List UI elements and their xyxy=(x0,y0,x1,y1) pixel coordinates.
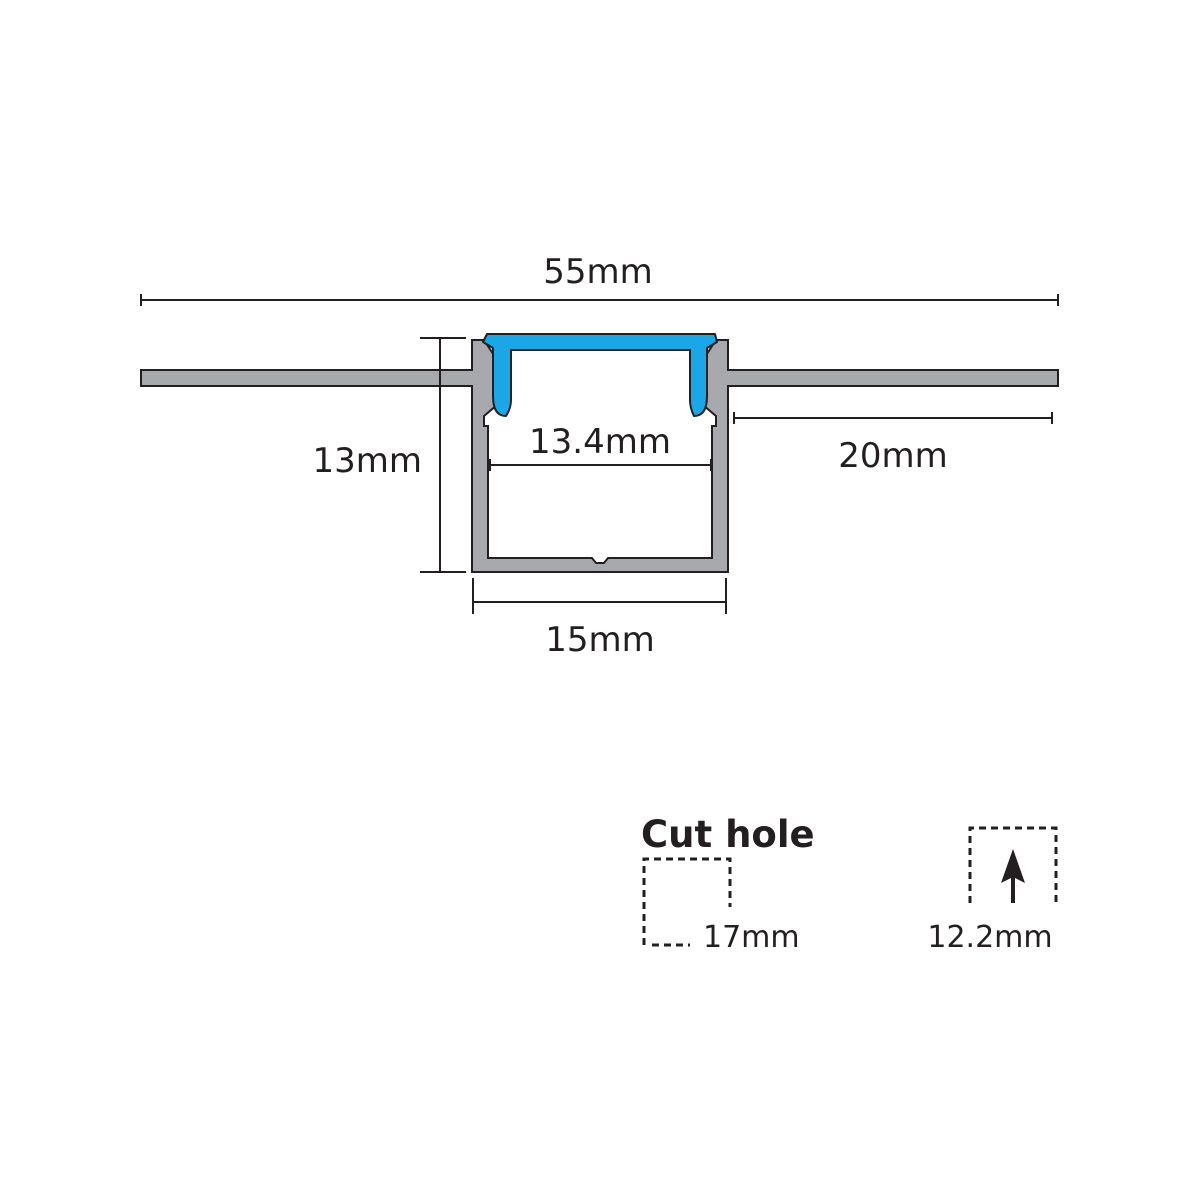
diffuser-cover xyxy=(482,333,718,417)
dimension-inner-width: 13.4mm xyxy=(489,422,712,471)
cut-hole-title: Cut hole xyxy=(641,813,815,856)
cut-depth-symbol xyxy=(968,826,1058,903)
cut-width-label: 17mm xyxy=(703,920,800,955)
dimension-total-width: 55mm xyxy=(140,252,1059,306)
dimension-inner-width-label: 13.4mm xyxy=(529,422,671,462)
cut-depth-label: 12.2mm xyxy=(927,920,1052,955)
cut-hole-legend: Cut hole 17mm 12.2mm xyxy=(641,813,1058,955)
dimension-flange-width-label: 20mm xyxy=(838,436,948,476)
cut-width-symbol xyxy=(642,857,732,947)
dimension-height: 13mm xyxy=(312,337,466,573)
dimension-flange-width: 20mm xyxy=(733,412,1053,476)
dimension-outer-width: 15mm xyxy=(472,578,727,660)
arrow-up-icon xyxy=(1001,849,1025,903)
dimension-total-width-label: 55mm xyxy=(543,252,653,292)
dimension-outer-width-label: 15mm xyxy=(545,620,655,660)
dimension-height-label: 13mm xyxy=(312,441,422,481)
